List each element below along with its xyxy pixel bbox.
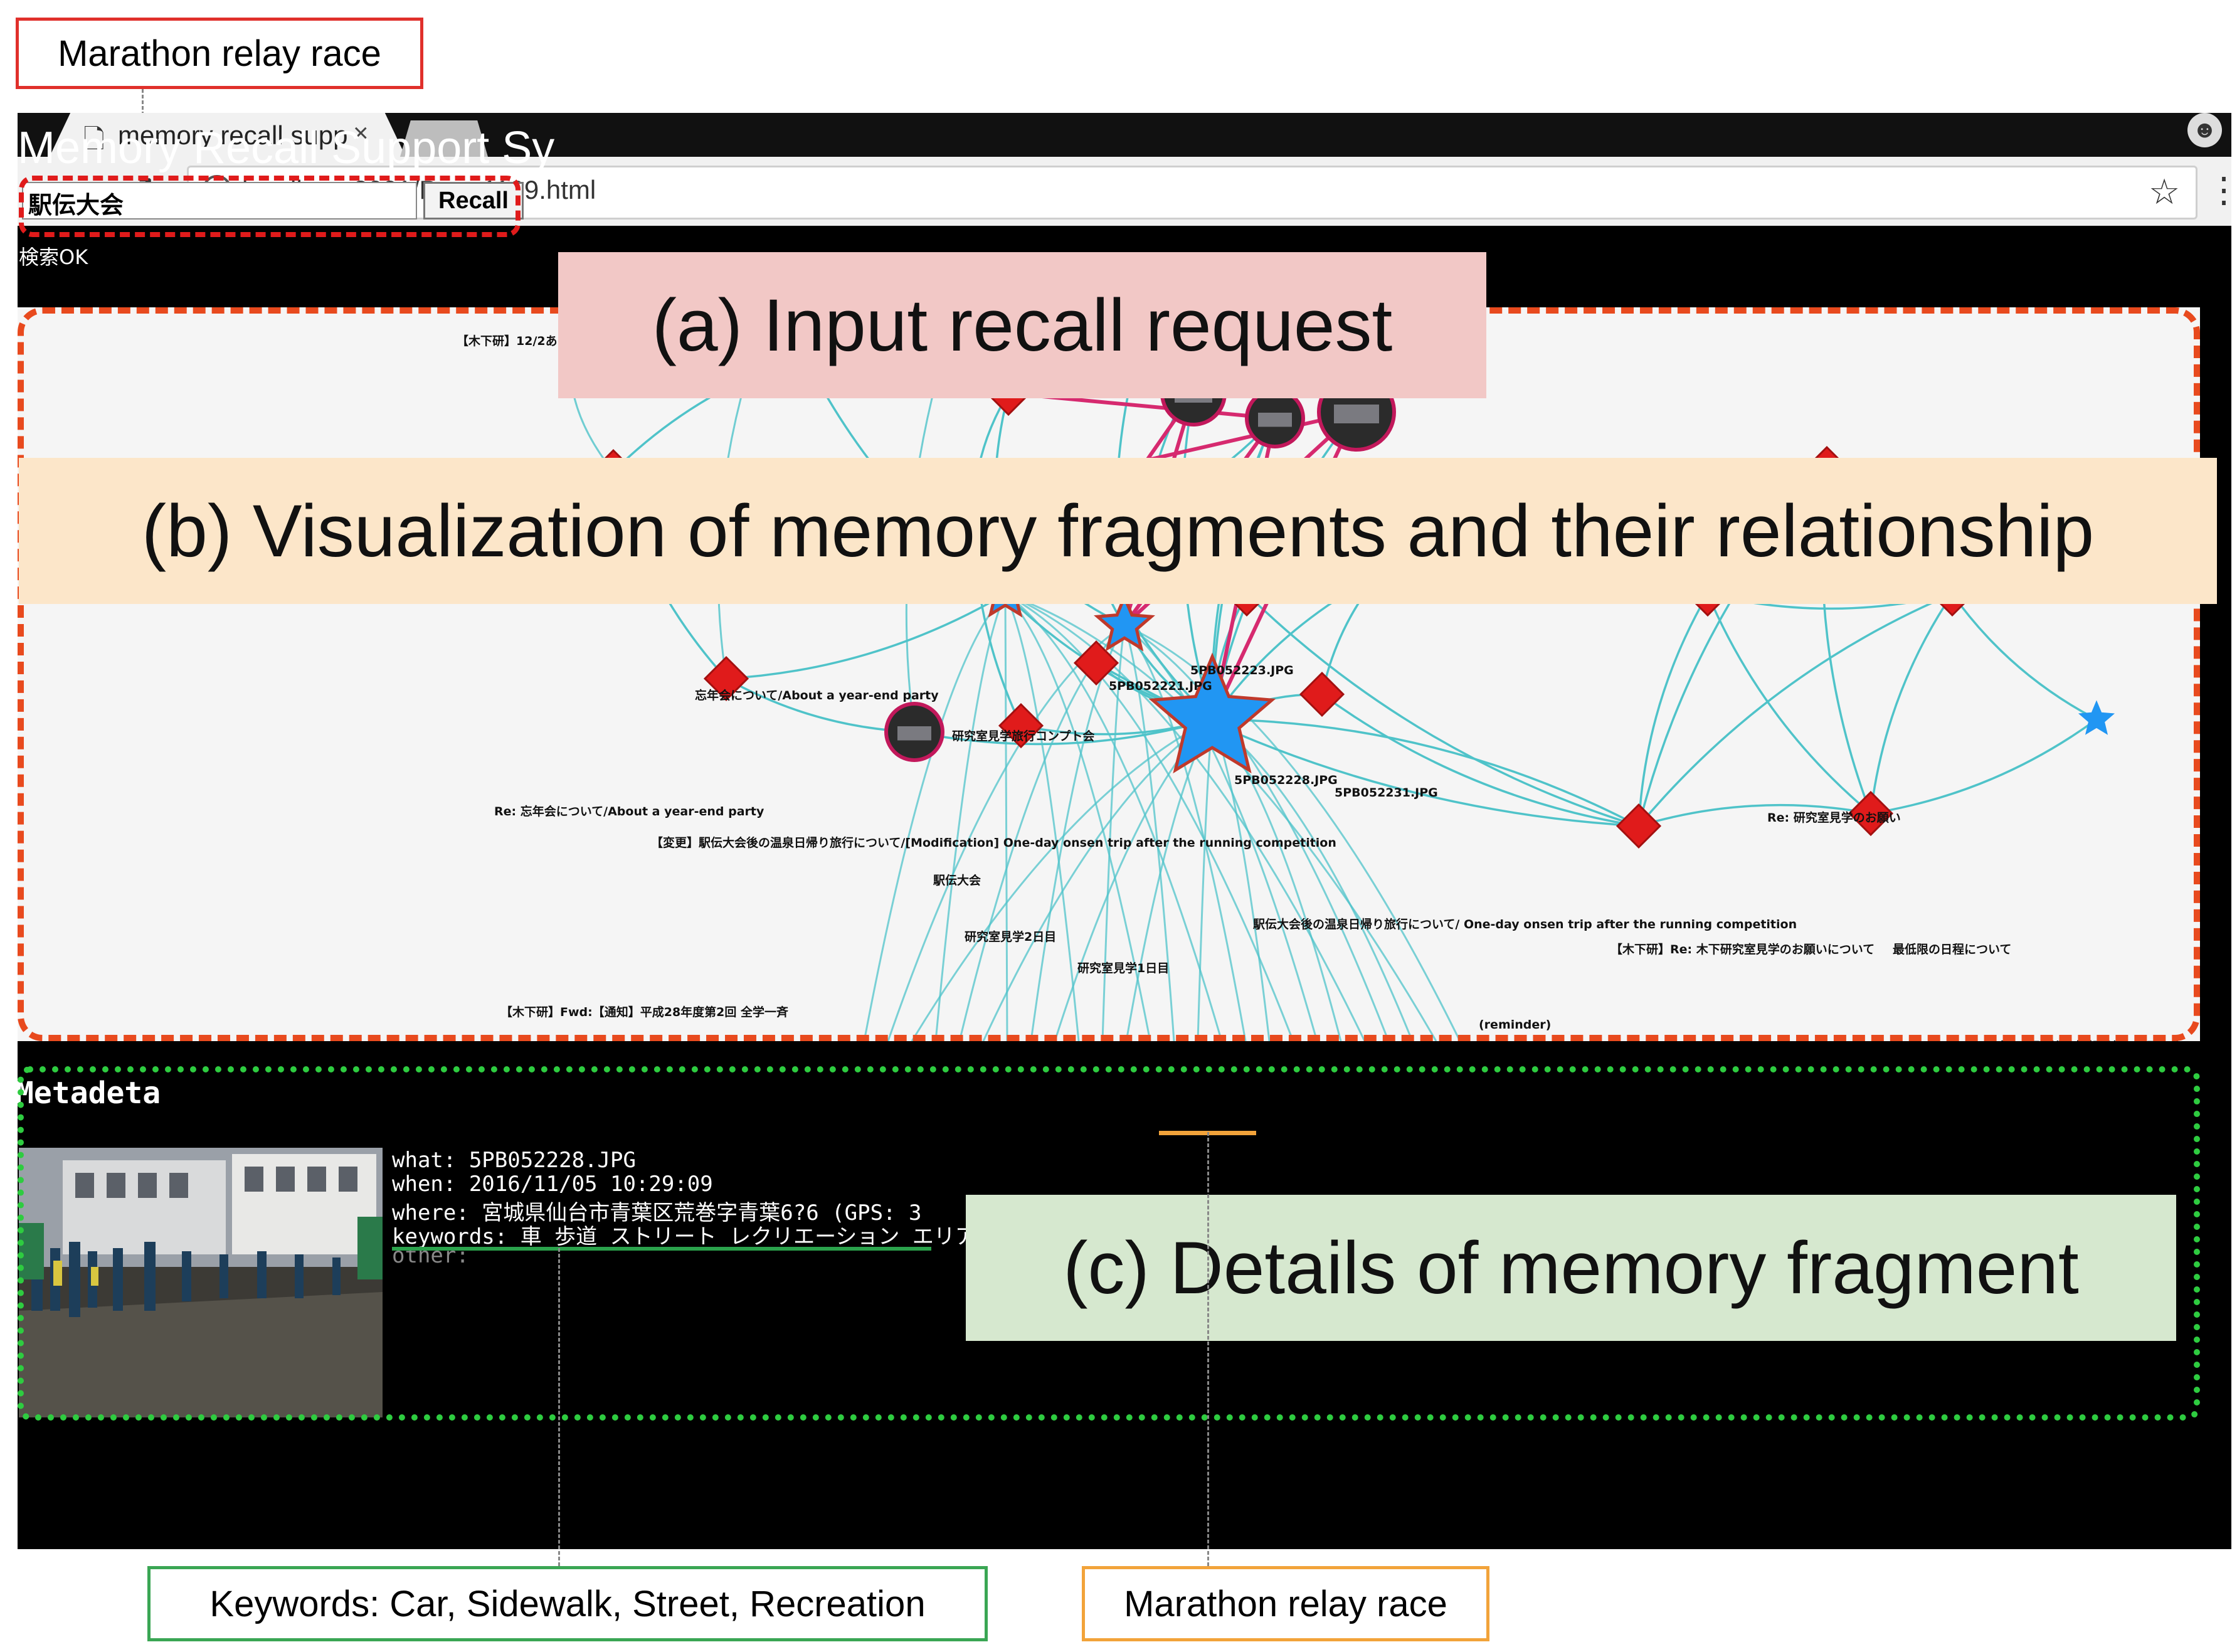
graph-edge bbox=[1124, 624, 1461, 1042]
graph-node-label: 5PB052223.JPG bbox=[1190, 664, 1294, 677]
graph-edge bbox=[1321, 693, 1639, 827]
browser-toolbar: ← → ↻ i localhost:3001/Proto1109.html ☆ … bbox=[18, 157, 2237, 226]
graph-node-label: 研究室見学旅行コンプト会 bbox=[952, 729, 1094, 743]
star-icon[interactable]: ☆ bbox=[2149, 172, 2181, 211]
graph-node-label: 駅伝大会 bbox=[933, 873, 981, 887]
callout-marathon-relay-race-bottom: Marathon relay race bbox=[1082, 1566, 1489, 1641]
graph-node-label: 研究室見学1日目 bbox=[1077, 961, 1169, 975]
close-icon[interactable]: × bbox=[353, 118, 369, 147]
graph-edge bbox=[1951, 593, 2097, 721]
graph-node-label: 研究室見学2日目 bbox=[965, 929, 1056, 944]
graph-edge bbox=[1870, 718, 2098, 815]
graph-node-label: 最低限の日程について bbox=[1893, 942, 2011, 956]
photo-thumbnail bbox=[1258, 413, 1292, 427]
leader-line-orange bbox=[1207, 1132, 1209, 1566]
graph-edge bbox=[1637, 593, 1709, 827]
graph-node-label: 5PB052228.JPG bbox=[1234, 773, 1338, 787]
graph-edge bbox=[726, 593, 1006, 680]
email-fragment-node[interactable] bbox=[1299, 671, 1345, 717]
tab-memory-recall[interactable] bbox=[49, 113, 406, 158]
status-text: 検索OK bbox=[19, 245, 88, 269]
tab-bar: 🗋 memory recall supp × ☻ bbox=[18, 113, 2231, 158]
input-highlight-frame bbox=[19, 176, 521, 237]
graph-edge bbox=[1245, 593, 1639, 827]
photo-thumbnail bbox=[1334, 405, 1379, 423]
graph-node-label: Re: 研究室見学のお願い bbox=[1767, 810, 1901, 825]
email-fragment-node[interactable] bbox=[703, 655, 749, 702]
event-fragment-node[interactable] bbox=[1094, 593, 1155, 652]
graph-edge bbox=[934, 593, 1007, 1042]
app-title: Memory Recall Support Sy bbox=[18, 123, 555, 173]
menu-icon[interactable]: ⋮ bbox=[2206, 170, 2237, 209]
graph-edge bbox=[1005, 593, 1294, 1042]
metadata-title: Metadeta bbox=[16, 1076, 161, 1111]
graph-edge bbox=[914, 718, 1213, 746]
graph-edge bbox=[1706, 593, 1872, 815]
graph-node-label: 5PB052231.JPG bbox=[1335, 786, 1438, 800]
graph-highlight-frame bbox=[18, 307, 2200, 1041]
graph-edge bbox=[1638, 803, 1871, 827]
email-fragment-node[interactable] bbox=[998, 702, 1044, 749]
caption-visualization: (b) Visualization of memory fragments an… bbox=[19, 458, 2217, 604]
graph-node-label: 忘年会について/About a year-end party bbox=[695, 688, 939, 702]
callout-keywords: Keywords: Car, Sidewalk, Street, Recreat… bbox=[147, 1566, 988, 1641]
graph-node-label: 【木下研】Re: 木下研究室見学のお願いについて bbox=[1610, 942, 1875, 956]
graph-node-label: Re: 忘年会について/About a year-end party bbox=[494, 804, 764, 818]
metadata-highlight-frame bbox=[18, 1066, 2200, 1421]
metadata-when: when: 2016/11/05 10:29:09 bbox=[392, 1172, 713, 1197]
email-fragment-node[interactable] bbox=[1616, 803, 1662, 849]
callout-marathon-relay-race-top: Marathon relay race bbox=[16, 18, 423, 89]
email-fragment-node[interactable] bbox=[1848, 790, 1894, 837]
photo-thumbnail bbox=[897, 726, 931, 741]
graph-edge bbox=[1030, 625, 1126, 1042]
keywords-underline bbox=[392, 1247, 931, 1251]
graph-edge bbox=[911, 718, 1213, 1042]
metadata-where: where: 宮城県仙台市青葉区荒巻字青葉6?6 (GPS: 3 bbox=[392, 1200, 922, 1226]
new-tab-button[interactable] bbox=[400, 120, 488, 157]
graph-edge bbox=[1637, 593, 1953, 827]
leader-line-keywords bbox=[558, 1248, 560, 1566]
graph-edge bbox=[1869, 593, 1954, 814]
memory-fragment-photo bbox=[19, 1148, 383, 1417]
caption-details: (c) Details of memory fragment bbox=[966, 1195, 2176, 1341]
event-fragment-node[interactable] bbox=[1148, 652, 1276, 774]
profile-icon[interactable]: ☻ bbox=[2187, 113, 2222, 147]
graph-node-label: 5PB052221.JPG bbox=[1109, 679, 1212, 693]
graph-node-label: 【変更】駅伝大会後の温泉日帰り旅行について/[Modification] One… bbox=[651, 835, 1336, 850]
graph-node-label: 【木下研】Fwd:【通知】平成28年度第2回 全学一斉 bbox=[500, 1005, 789, 1019]
caption-input-recall-request: (a) Input recall request bbox=[558, 252, 1486, 398]
graph-node-label: (reminder) bbox=[1479, 1018, 1551, 1032]
tab-title[interactable]: memory recall supp bbox=[118, 120, 348, 150]
graph-edge bbox=[1123, 625, 1175, 1042]
graph-edge bbox=[1124, 624, 1390, 1042]
graph-edge bbox=[982, 718, 1213, 1042]
graph-edge bbox=[1212, 718, 1639, 827]
event-fragment-node[interactable] bbox=[2078, 700, 2115, 735]
graph-edge bbox=[1101, 625, 1126, 1042]
graph-node-label: 駅伝大会後の温泉日帰り旅行について/ One-day onsen trip af… bbox=[1252, 917, 1797, 931]
recall-request-input[interactable]: 駅伝大会 bbox=[22, 182, 417, 220]
document-icon: 🗋 bbox=[83, 124, 105, 154]
metadata-what: what: 5PB052228.JPG bbox=[392, 1148, 636, 1173]
email-fragment-node[interactable] bbox=[1073, 640, 1119, 686]
